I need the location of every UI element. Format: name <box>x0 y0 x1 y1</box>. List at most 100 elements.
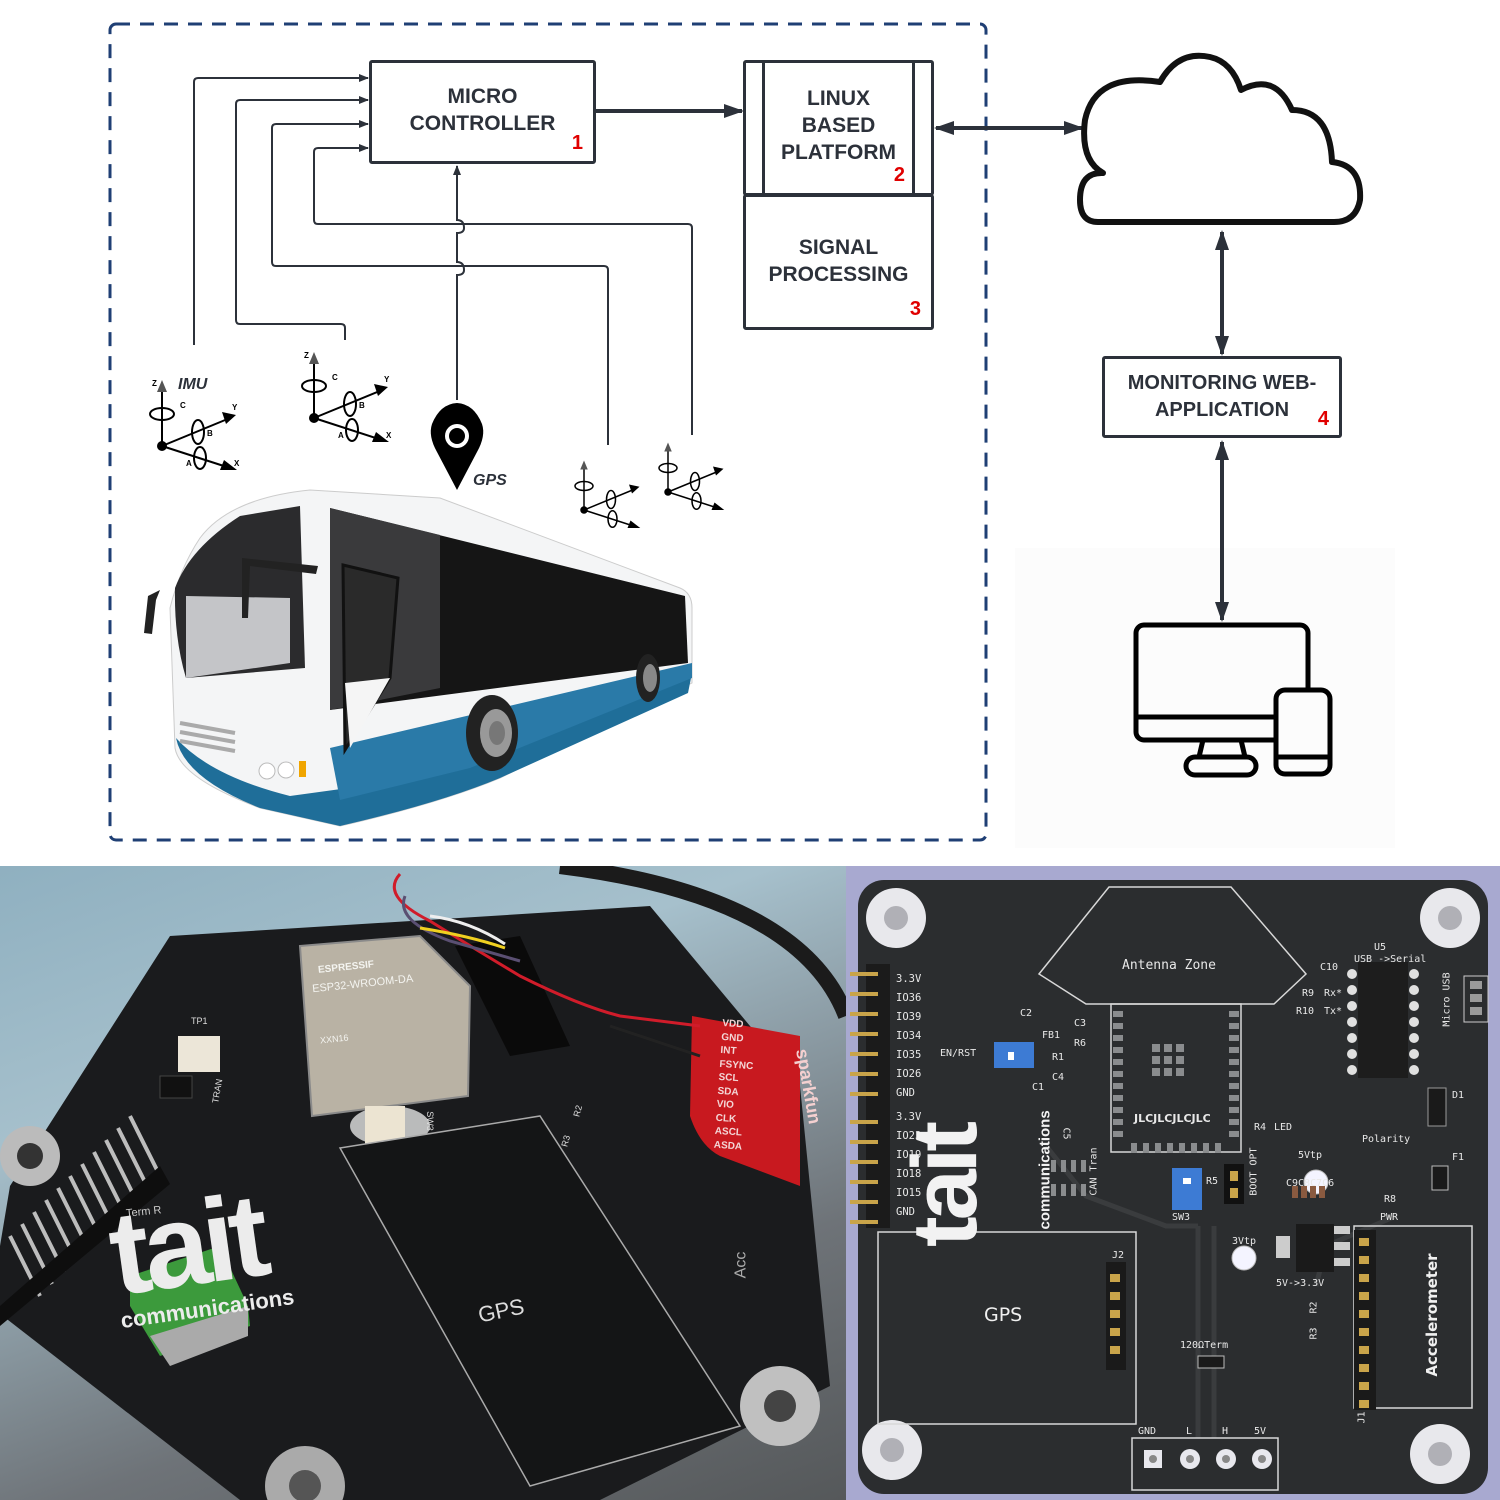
label-usb-serial: USB ->Serial <box>1354 954 1427 965</box>
label-caps: C9C8C7C6 <box>1286 1178 1335 1189</box>
pin-label: GND <box>896 1087 915 1099</box>
imu-sensor: Z C Y B A X <box>301 351 392 443</box>
block-number: 4 <box>1317 408 1329 430</box>
label-r9: R9 <box>1302 988 1315 999</box>
label-j1: J1 <box>1356 1411 1368 1424</box>
linux-platform-label: LINUX BASED PLATFORM <box>780 87 897 164</box>
label-tx: Tx* <box>1324 1006 1343 1017</box>
terminal-label: H <box>1222 1426 1229 1437</box>
label-accelerometer: Accelerometer <box>1423 1253 1441 1377</box>
svg-text:B: B <box>359 401 365 410</box>
pin-label: 3.3V <box>896 1111 922 1123</box>
system-diagram: MICRO CONTROLLER 1 LINUX BASED PLATFORM … <box>108 22 1364 842</box>
label-gps: GPS <box>984 1304 1023 1326</box>
monitoring-web-app-block: MONITORING WEB- APPLICATION 4 <box>1102 356 1342 438</box>
label-r3: R3 <box>1308 1327 1320 1340</box>
test-point-3v <box>1231 1245 1257 1271</box>
header-bottom <box>866 1106 890 1228</box>
desktop-monitor-icon <box>1133 622 1311 778</box>
label-sw3: SW3 <box>1172 1212 1191 1223</box>
label-r6: R6 <box>1074 1038 1087 1049</box>
mounting-hole <box>866 888 926 948</box>
label-c3: C3 <box>1074 1018 1087 1029</box>
module-silkscreen: JLCJLCJLCJLC <box>1134 1112 1211 1125</box>
breakout-pin: ASDA <box>713 1139 743 1153</box>
label-fb1: FB1 <box>1042 1030 1061 1041</box>
mounting-hole <box>862 1420 922 1480</box>
svg-text:C: C <box>180 401 186 410</box>
label-term: 120ΩTerm <box>1180 1340 1229 1351</box>
label-micro-usb: Micro USB <box>1441 972 1453 1027</box>
svg-text:A: A <box>338 431 344 440</box>
pin-label: IO18 <box>896 1168 922 1180</box>
label-c4: C4 <box>1052 1072 1065 1083</box>
pin-label: IO35 <box>896 1049 922 1061</box>
mounting-hole <box>1420 888 1480 948</box>
label-pwr: PWR <box>1380 1212 1399 1223</box>
cloud-icon <box>1077 52 1364 225</box>
label-regulator: 5V->3.3V <box>1276 1278 1325 1289</box>
imu1-wire <box>193 74 369 345</box>
terminal-label: GND <box>1138 1426 1157 1437</box>
pin-label: IO15 <box>896 1187 922 1199</box>
pcb-logo-main: tait <box>894 1125 996 1247</box>
imu-sensor-icons: Z C Y B A X Z C Y B A X <box>149 351 725 529</box>
svg-text:C: C <box>332 373 338 382</box>
pin-label: IO19 <box>896 1149 922 1161</box>
imu2-wire <box>235 96 369 340</box>
label-3vtp: 3Vtp <box>1232 1236 1257 1247</box>
bus-illustration <box>144 489 693 827</box>
microcontroller-label: MICRO CONTROLLER <box>409 85 556 135</box>
usb-serial-chip <box>1358 962 1408 1078</box>
pcb-render-board <box>850 880 1489 1494</box>
label-can-tran: CAN Tran <box>1088 1147 1100 1196</box>
system-boundary <box>108 22 988 842</box>
label-c10: C10 <box>1320 962 1339 973</box>
label-polarity: Polarity <box>1362 1134 1411 1145</box>
svg-text:Z: Z <box>304 351 309 360</box>
gps-wire <box>453 165 466 400</box>
label-en-rst: EN/RST <box>940 1048 977 1059</box>
pcb-render: Antenna Zone JLCJLCJLCJLC 3.3V IO36 IO39… <box>846 866 1500 1500</box>
label-c1: C1 <box>1032 1082 1045 1093</box>
label-led: LED <box>1274 1122 1293 1133</box>
label-boot-opt: BOOT OPT <box>1248 1147 1260 1196</box>
linux-block-inner-left <box>762 63 765 193</box>
monitoring-web-app-label: MONITORING WEB- APPLICATION <box>1127 372 1317 421</box>
photo-label-sw3: SW3 <box>424 1111 435 1131</box>
signal-processing-label: SIGNAL PROCESSING <box>768 236 909 286</box>
svg-text:B: B <box>207 429 213 438</box>
photo-gps-outline <box>338 1115 742 1487</box>
header-bottom-labels: 3.3V IO23 IO19 IO18 IO15 GND <box>896 1108 921 1222</box>
svg-text:X: X <box>234 459 240 468</box>
imu4-wire <box>313 144 693 435</box>
pin-label: IO39 <box>896 1011 922 1023</box>
antenna-zone-outline <box>1037 886 1308 1005</box>
label-r8: R8 <box>1384 1194 1397 1205</box>
voltage-regulator <box>1296 1224 1334 1272</box>
location-pin-icon <box>430 403 484 490</box>
label-r1: R1 <box>1052 1052 1065 1063</box>
svg-text:Y: Y <box>384 375 390 384</box>
label-c5: C5 <box>1060 1127 1072 1140</box>
label-c2: C2 <box>1020 1008 1033 1019</box>
block-number: 2 <box>893 164 905 186</box>
block-number: 3 <box>909 298 921 320</box>
photo-label-acc: Acc <box>732 1251 750 1279</box>
pcb-photo: ESPRESSIF ESP32-WROOM-DA XXN16 TP1 TRAN … <box>0 866 846 1500</box>
photo-label-tp1: TP1 <box>191 1016 208 1026</box>
label-r5: R5 <box>1206 1176 1219 1187</box>
linux-platform-block: LINUX BASED PLATFORM 2 <box>743 60 934 196</box>
label-u5: U5 <box>1374 942 1387 953</box>
label-r10: R10 <box>1296 1006 1315 1017</box>
label-j2: J2 <box>1112 1250 1125 1261</box>
label-d1: D1 <box>1452 1090 1465 1101</box>
terminal-label: 5V <box>1254 1426 1267 1437</box>
antenna-zone-label: Antenna Zone <box>1122 958 1216 973</box>
diagram-connectors <box>108 22 1364 842</box>
imu-label: IMU <box>178 376 208 393</box>
pcb-photo-illustration <box>0 866 846 1500</box>
pin-label: IO26 <box>896 1068 922 1080</box>
pin-label: 3.3V <box>896 973 922 985</box>
svg-text:X: X <box>386 431 392 440</box>
